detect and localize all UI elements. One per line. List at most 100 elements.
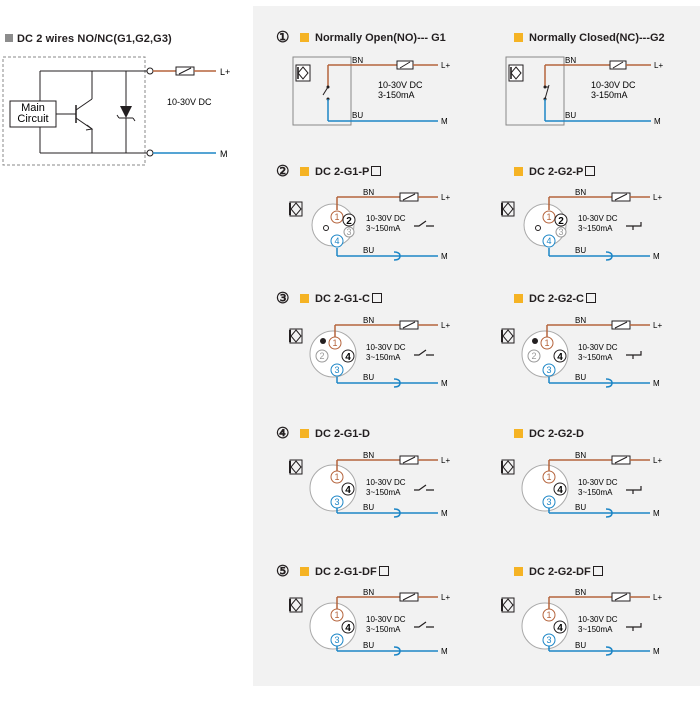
section-3-number: ③ (276, 290, 290, 307)
m-label: M (441, 252, 448, 261)
grey-square-icon (5, 34, 13, 42)
bu-label: BU (575, 373, 586, 382)
pin-2: 2 (558, 216, 564, 227)
pin-2: 2 (319, 351, 324, 361)
sensor-symbol-icon (501, 328, 515, 344)
voltage-label: 10-30V DC (591, 80, 636, 90)
l-plus-label: L+ (220, 67, 230, 77)
section-5-right-title: DC 2-G2-DF (514, 566, 603, 578)
wiring-diagram-g1-p: 1 2 3 4 BN BU L+ M 10-30V DC 3~150mA (288, 188, 458, 265)
nc-contact-icon (626, 486, 642, 494)
m-label: M (653, 647, 660, 656)
current-label: 3~150mA (366, 353, 401, 362)
checkbox-square-icon (592, 566, 603, 576)
voltage-label: 10-30V DC (366, 343, 406, 352)
pin-3: 3 (546, 635, 551, 645)
m-label: M (441, 117, 448, 126)
m-label: M (653, 252, 660, 261)
pin-4: 4 (345, 485, 351, 496)
wiring-diagram-g2-p: 1 2 3 4 BN BU L+ M 10-30V DC 3~150mA (500, 188, 670, 265)
nc-contact-icon (626, 351, 642, 359)
yellow-square-icon (514, 33, 523, 42)
section-3-left-title: DC 2-G1-C (300, 293, 383, 305)
m-label: M (441, 509, 448, 518)
basic-circuit-diagram: Main Circuit L+ M 10-30V DC (0, 55, 250, 170)
connector-face (309, 464, 357, 512)
bu-label: BU (575, 641, 586, 650)
m-label: M (220, 149, 228, 159)
wiring-diagram-g1-no: BN BU L+ M 10-30V DC 3-150mA (290, 55, 460, 130)
pin-3: 3 (546, 365, 551, 375)
m-label: M (654, 117, 661, 126)
yellow-square-icon (514, 294, 523, 303)
section-4-left-title: DC 2-G1-D (300, 428, 370, 440)
pin-1: 1 (334, 472, 339, 482)
checkbox-square-icon (585, 166, 596, 176)
pin-4: 4 (557, 352, 563, 363)
section-4-right-title: DC 2-G2-D (514, 428, 584, 440)
sensor-symbol-icon (508, 64, 524, 82)
bn-label: BN (575, 451, 586, 460)
voltage-label: 10-30V DC (378, 80, 423, 90)
l-plus-label: L+ (653, 456, 662, 465)
no-contact-icon (414, 484, 434, 491)
sensor-symbol-icon (295, 64, 311, 82)
voltage-label: 10-30V DC (578, 214, 618, 223)
bn-label: BN (363, 588, 374, 597)
bu-label: BU (575, 503, 586, 512)
nc-contact-icon (626, 623, 642, 631)
wiring-diagram-g1-d: 1 4 3 BN BU L+ M 10-30V DC 3~150mA (288, 451, 458, 527)
pin-1: 1 (546, 610, 551, 620)
pin-4: 4 (345, 623, 351, 634)
sensor-symbol-icon (289, 459, 303, 475)
no-contact-icon (414, 621, 434, 628)
current-label: 3~150mA (578, 488, 613, 497)
pin-1: 1 (544, 338, 549, 348)
voltage-label: 10-30V DC (167, 97, 212, 107)
current-label: 3~150mA (578, 224, 613, 233)
wiring-diagram-g2-nc: BN BU L+ M 10-30V DC 3-150mA (503, 55, 673, 130)
bn-label: BN (575, 316, 586, 325)
checkbox-square-icon (378, 566, 389, 576)
main-circuit-box (9, 100, 57, 128)
current-label: 3~150mA (366, 625, 401, 634)
pin-3: 3 (346, 227, 351, 237)
left-diagram-title: DC 2 wires NO/NC(G1,G2,G3) (5, 33, 172, 45)
main-circuit-label-1: Main (21, 102, 45, 114)
bn-label: BN (575, 188, 586, 197)
l-plus-label: L+ (653, 593, 662, 602)
pin-1: 1 (332, 338, 337, 348)
bu-label: BU (363, 641, 374, 650)
sensor-symbol-icon (289, 328, 303, 344)
voltage-label: 10-30V DC (578, 343, 618, 352)
section-2-right-title: DC 2-G2-P (514, 166, 596, 178)
voltage-label: 10-30V DC (366, 615, 406, 624)
current-label: 3~150mA (366, 488, 401, 497)
pin-4: 4 (345, 352, 351, 363)
section-1-right-title: Normally Closed(NC)---G2 (514, 32, 665, 44)
sensor-symbol-icon (501, 201, 515, 217)
yellow-square-icon (300, 167, 309, 176)
section-1-number: ① (276, 29, 290, 46)
bn-label: BN (363, 316, 374, 325)
connector-face (309, 602, 357, 650)
l-plus-label: L+ (654, 61, 663, 70)
m-label: M (441, 647, 448, 656)
pin-2: 2 (346, 216, 352, 227)
connector-face (521, 602, 569, 650)
current-label: 3-150mA (591, 90, 628, 100)
pin-3: 3 (558, 227, 563, 237)
yellow-square-icon (514, 429, 523, 438)
yellow-square-icon (514, 167, 523, 176)
voltage-label: 10-30V DC (366, 214, 406, 223)
current-label: 3-150mA (378, 90, 415, 100)
pin-3: 3 (334, 497, 339, 507)
voltage-label: 10-30V DC (366, 478, 406, 487)
sensor-symbol-icon (501, 459, 515, 475)
l-plus-label: L+ (653, 321, 662, 330)
yellow-square-icon (514, 567, 523, 576)
pin-1: 1 (334, 610, 339, 620)
bu-label: BU (363, 246, 374, 255)
pin-4: 4 (557, 485, 563, 496)
yellow-square-icon (300, 33, 309, 42)
